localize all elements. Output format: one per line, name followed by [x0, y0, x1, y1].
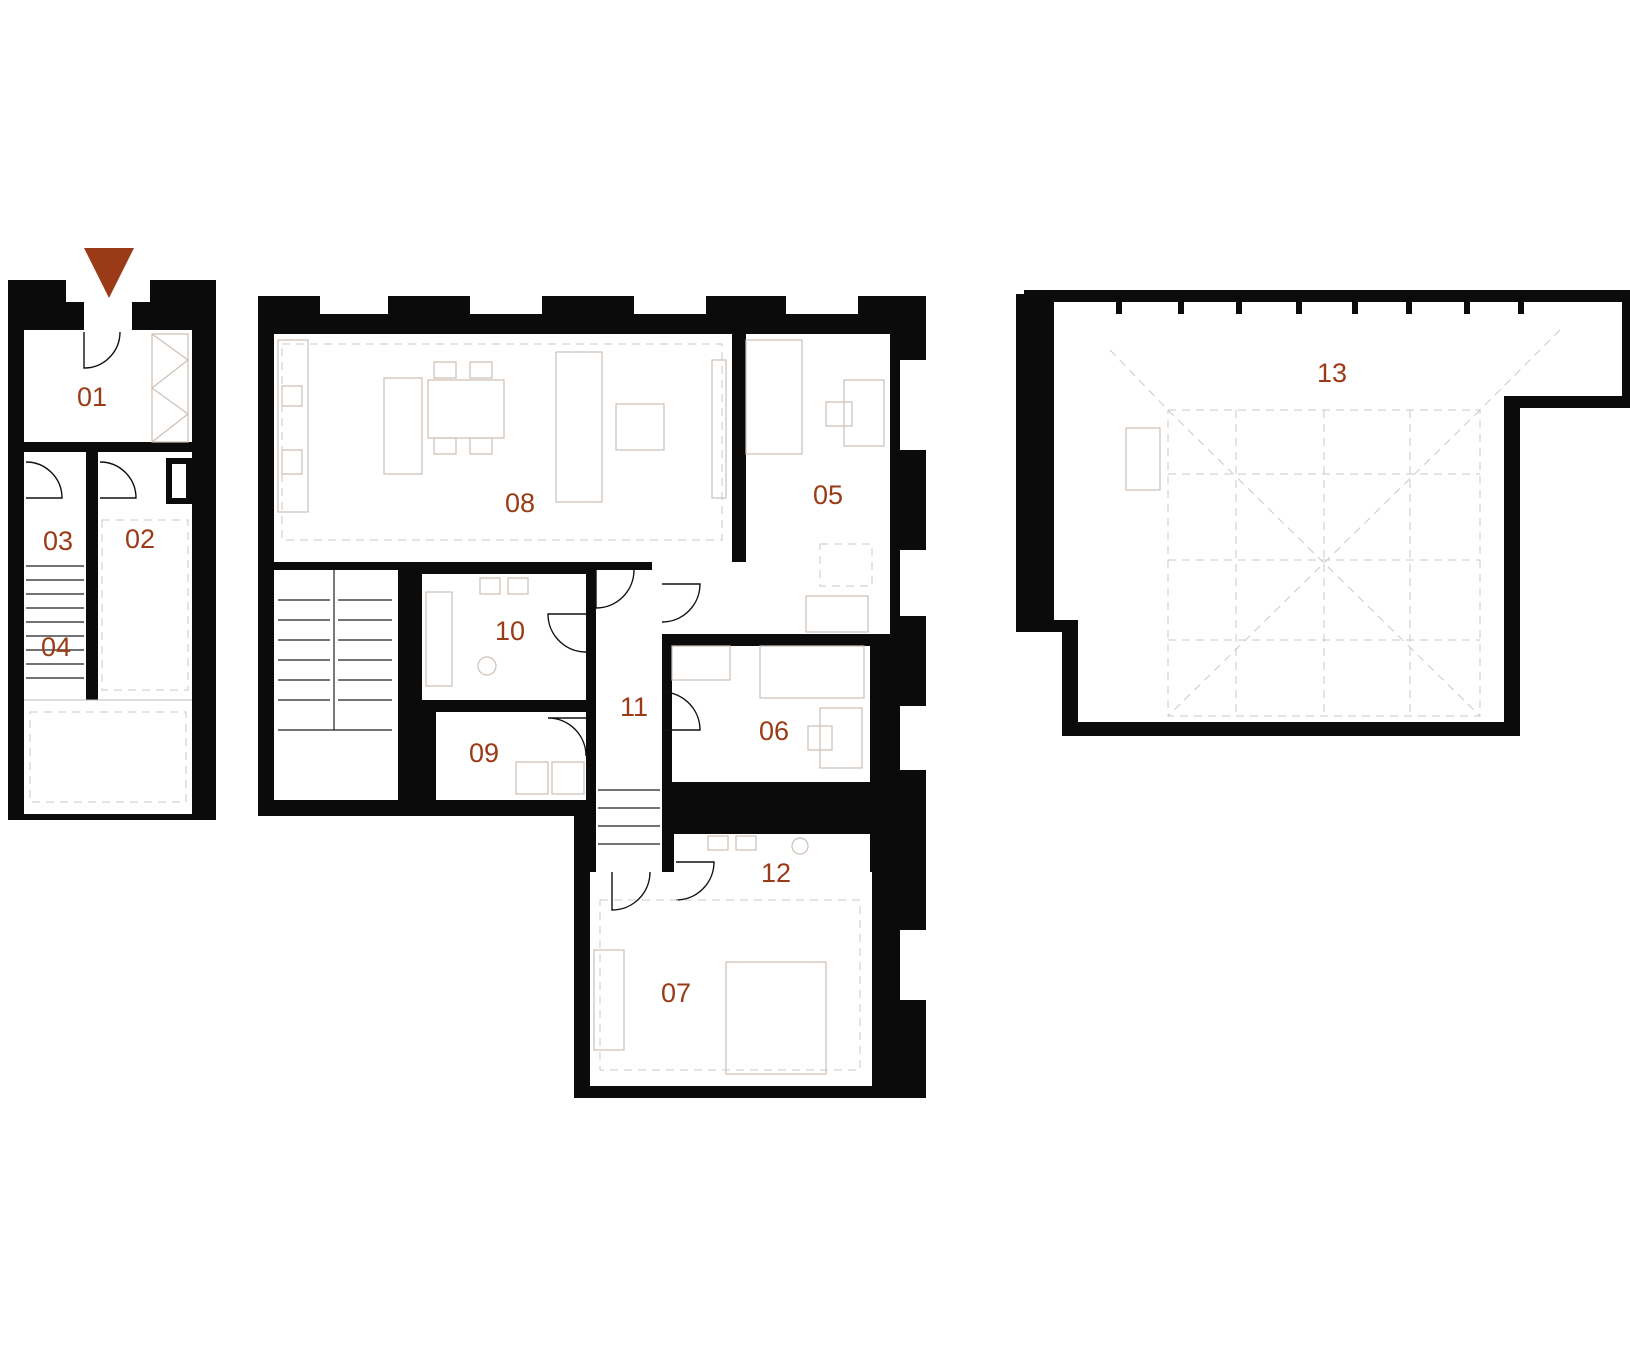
room-label-04: 04 [41, 632, 71, 662]
room-label-12: 12 [761, 858, 791, 888]
room-label-07: 07 [661, 978, 691, 1008]
room-label-13: 13 [1317, 358, 1347, 388]
room-label-01: 01 [77, 382, 107, 412]
stairwell-block [8, 280, 216, 820]
apartment-block [258, 296, 926, 1098]
room-label-05: 05 [813, 480, 843, 510]
room-label-09: 09 [469, 738, 499, 768]
room-label-06: 06 [759, 716, 789, 746]
room-label-03: 03 [43, 526, 73, 556]
attic-block [1016, 290, 1630, 736]
room-label-08: 08 [505, 488, 535, 518]
room-label-11: 11 [620, 692, 648, 722]
room-label-02: 02 [125, 524, 155, 554]
room-label-10: 10 [495, 616, 525, 646]
entrance-triangle-icon [84, 248, 134, 298]
